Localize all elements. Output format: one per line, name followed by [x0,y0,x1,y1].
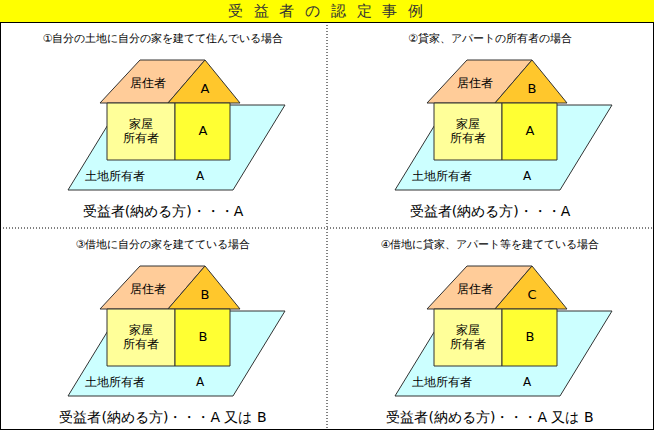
title-bar: 受 益 者 の 認 定 事 例 [0,0,654,22]
roof-letter: B [168,266,240,309]
land-plot-text: 土地所有者 [85,375,145,389]
panel-divider [0,228,654,229]
wall-letter-outline [175,103,230,160]
wall-letter-text: A [199,123,208,139]
land-plot-text: 土地所有者 [412,169,472,183]
land-plot-letter: A [523,169,531,183]
wall-owner-text: 家屋 所有者 [449,117,487,146]
case-caption: ④借地に貸家、アパート等を建てている場合 [381,237,600,252]
land-plot-outline [68,105,285,190]
payer-result: 受益者(納める方)・・・A 又は B [59,409,266,427]
land-plot-letter: A [196,375,204,389]
land-plot-outline [68,311,285,396]
wall-letter-outline [502,103,557,160]
payer-result: 受益者(納める方)・・・A 又は B [386,409,593,427]
land-plot-text: 土地所有者 [85,169,145,183]
wall-owner-text: 家屋 所有者 [122,117,160,146]
roof-letter-text: A [201,81,210,97]
wall-owner: 家屋 所有者 [434,103,502,160]
wall-owner-outline [107,309,175,366]
wall-owner-text: 家屋 所有者 [122,323,160,352]
land-plot-outline [395,311,612,396]
roof-letter-outline [168,60,240,103]
land-plot-text: 土地所有者 [412,375,472,389]
roof-letter-text: B [201,287,210,303]
case-caption: ②貸家、アパートの所有者の場合 [408,31,572,46]
wall-owner-outline [434,103,502,160]
wall-owner: 家屋 所有者 [434,309,502,366]
payer-result: 受益者(納める方)・・・A [410,203,571,221]
panel-divider [327,22,328,430]
roof-resident-text: 居住者 [457,282,493,296]
title-rule [0,22,654,23]
wall-letter: B [502,309,557,366]
wall-letter-text: B [199,329,208,345]
roof-letter-outline [495,60,567,103]
payer-result: 受益者(納める方)・・・A [83,203,244,221]
wall-letter: B [175,309,230,366]
wall-letter-outline [175,309,230,366]
wall-letter-text: B [526,329,535,345]
roof-letter-outline [495,266,567,309]
roof-resident-text: 居住者 [130,282,166,296]
land-plot-letter: A [196,169,204,183]
wall-letter: A [175,103,230,160]
roof-resident-text: 居住者 [457,76,493,90]
wall-letter: A [502,103,557,160]
roof-letter: A [168,60,240,103]
wall-owner-outline [434,309,502,366]
wall-owner: 家屋 所有者 [107,103,175,160]
roof-resident-text: 居住者 [130,76,166,90]
roof-letter-outline [168,266,240,309]
wall-owner-outline [107,103,175,160]
land-plot-letter: A [523,375,531,389]
roof-letter: C [495,266,567,309]
roof-letter-text: B [528,81,537,97]
wall-owner: 家屋 所有者 [107,309,175,366]
case-caption: ③借地に自分の家を建てている場合 [76,237,251,252]
title-text: 受 益 者 の 認 定 事 例 [0,0,654,22]
case-caption: ①自分の土地に自分の家を建てて住んでいる場合 [43,31,284,46]
land-plot-outline [395,105,612,190]
wall-owner-text: 家屋 所有者 [449,323,487,352]
roof-letter-text: C [527,287,536,303]
wall-letter-text: A [526,123,535,139]
wall-letter-outline [502,309,557,366]
roof-letter: B [495,60,567,103]
